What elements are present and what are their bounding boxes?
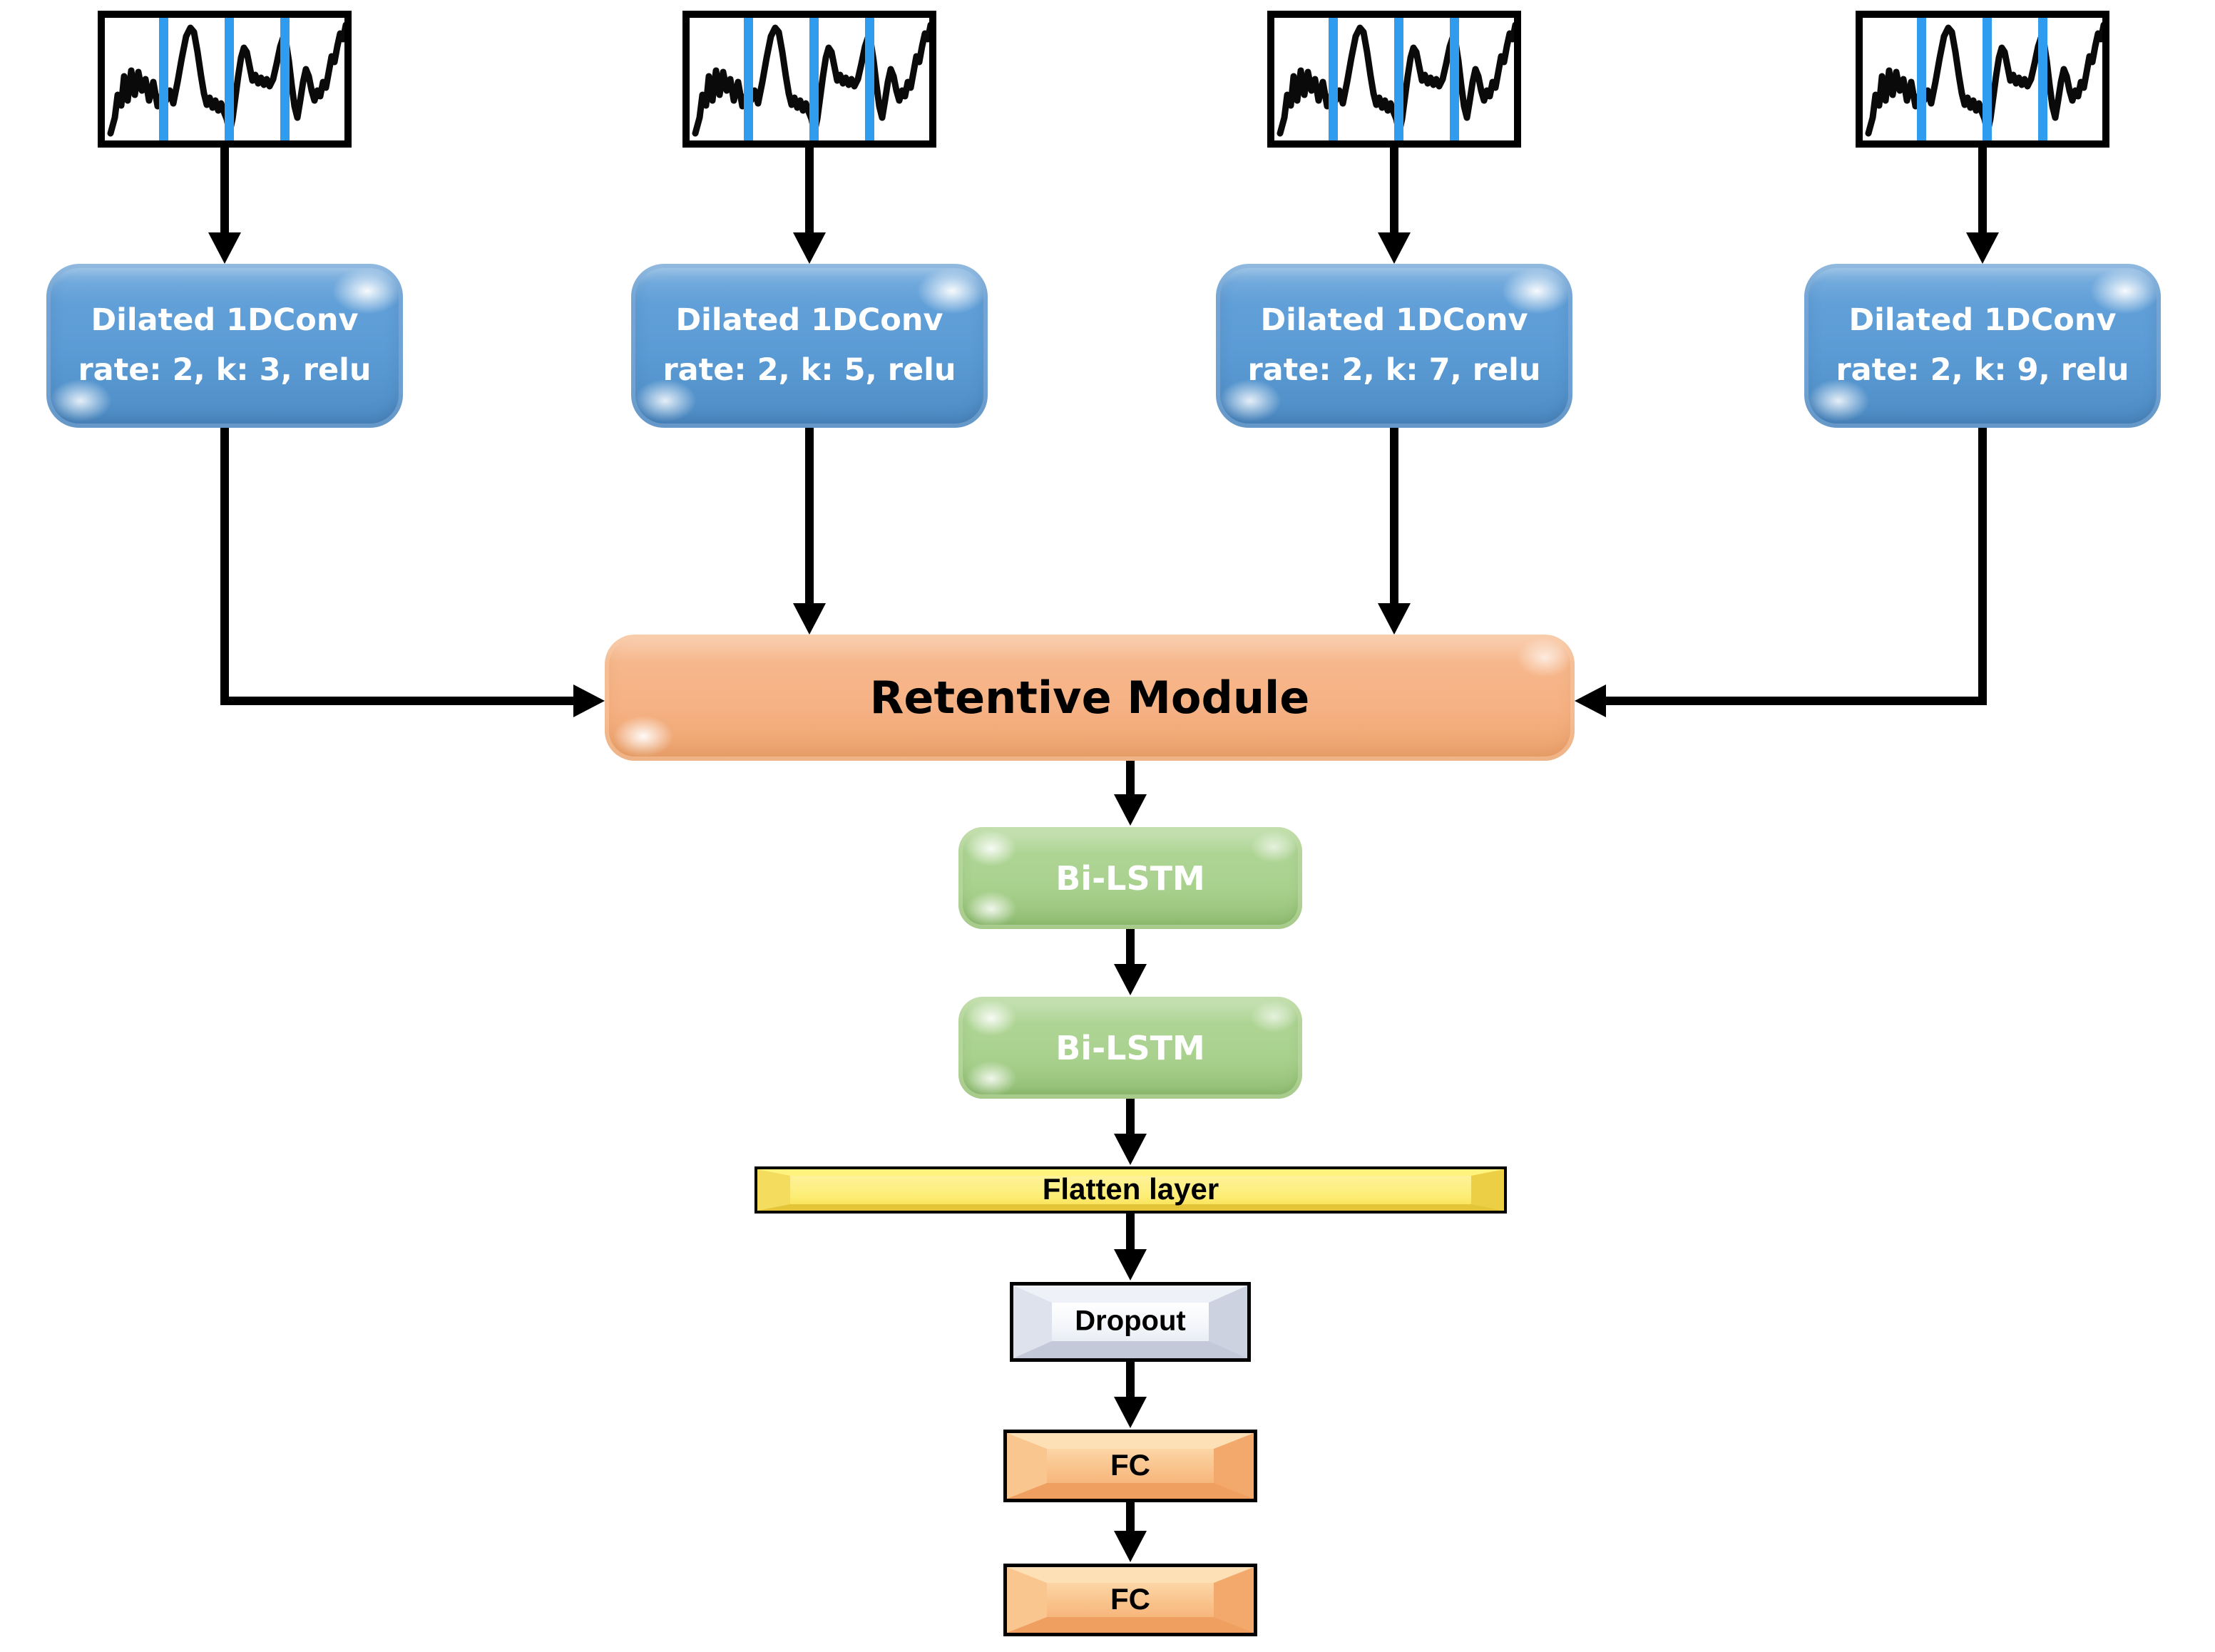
arrow-input4-to-conv4 xyxy=(1966,147,1999,264)
signal-waveform-image-3 xyxy=(1267,11,1521,148)
arrow-conv2-to-retentive xyxy=(793,428,826,635)
signal-waveform-image-1 xyxy=(98,11,352,148)
fc2-label: FC xyxy=(1110,1582,1150,1616)
bilstm-1-label: Bi-LSTM xyxy=(1055,858,1205,898)
arrow-flatten-to-dropout xyxy=(1114,1214,1147,1281)
retentive-module-label: Retentive Module xyxy=(869,672,1310,724)
bilstm-block-1: Bi-LSTM xyxy=(958,827,1302,929)
arrow-conv1-to-retentive xyxy=(220,428,605,717)
arrow-input1-to-conv1 xyxy=(208,147,241,264)
arrow-input2-to-conv2 xyxy=(793,147,826,264)
retentive-module-block: Retentive Module xyxy=(605,635,1575,761)
arrow-conv3-to-retentive xyxy=(1378,428,1411,635)
dropout-label: Dropout xyxy=(1075,1305,1186,1337)
arrow-dropout-to-fc1 xyxy=(1114,1362,1147,1428)
flatten-bevel xyxy=(757,1169,1504,1211)
conv-block-4-title: Dilated 1DConv xyxy=(1848,302,2117,339)
fc1-bevel xyxy=(1007,1433,1254,1499)
conv-block-4-params: rate: 2, k: 9, relu xyxy=(1836,352,2129,388)
fc-block-1: FC xyxy=(1003,1430,1257,1502)
flatten-layer-block: Flatten layer xyxy=(754,1166,1507,1214)
arrow-input3-to-conv3 xyxy=(1378,147,1411,264)
dropout-block: Dropout xyxy=(1010,1282,1251,1362)
conv-block-2-title: Dilated 1DConv xyxy=(675,302,943,339)
bilstm-2-label: Bi-LSTM xyxy=(1055,1028,1205,1067)
bilstm-block-2: Bi-LSTM xyxy=(958,997,1302,1099)
fc1-label: FC xyxy=(1110,1448,1150,1482)
conv-block-2: Dilated 1DConv rate: 2, k: 5, relu xyxy=(631,264,988,428)
signal-waveform-image-2 xyxy=(682,11,936,148)
fc2-bevel xyxy=(1007,1567,1254,1633)
conv-block-2-params: rate: 2, k: 5, relu xyxy=(663,352,956,388)
conv-block-3-title: Dilated 1DConv xyxy=(1260,302,1528,339)
conv-block-1-title: Dilated 1DConv xyxy=(91,302,359,339)
flatten-layer-label: Flatten layer xyxy=(1042,1172,1219,1206)
signal-waveform-image-4 xyxy=(1856,11,2109,148)
fc-block-2: FC xyxy=(1003,1564,1257,1636)
conv-block-3-params: rate: 2, k: 7, relu xyxy=(1247,352,1541,388)
arrow-bilstm1-to-bilstm2 xyxy=(1114,929,1147,995)
conv-block-1-params: rate: 2, k: 3, relu xyxy=(78,352,372,388)
conv-block-1: Dilated 1DConv rate: 2, k: 3, relu xyxy=(46,264,403,428)
conv-block-4: Dilated 1DConv rate: 2, k: 9, relu xyxy=(1804,264,2161,428)
conv-block-3: Dilated 1DConv rate: 2, k: 7, relu xyxy=(1216,264,1572,428)
dropout-bevel xyxy=(1013,1286,1247,1358)
arrow-fc1-to-fc2 xyxy=(1114,1502,1147,1562)
arrow-retentive-to-bilstm1 xyxy=(1114,761,1147,826)
arrow-bilstm2-to-flatten xyxy=(1114,1099,1147,1165)
arrow-conv4-to-retentive xyxy=(1575,428,1987,717)
